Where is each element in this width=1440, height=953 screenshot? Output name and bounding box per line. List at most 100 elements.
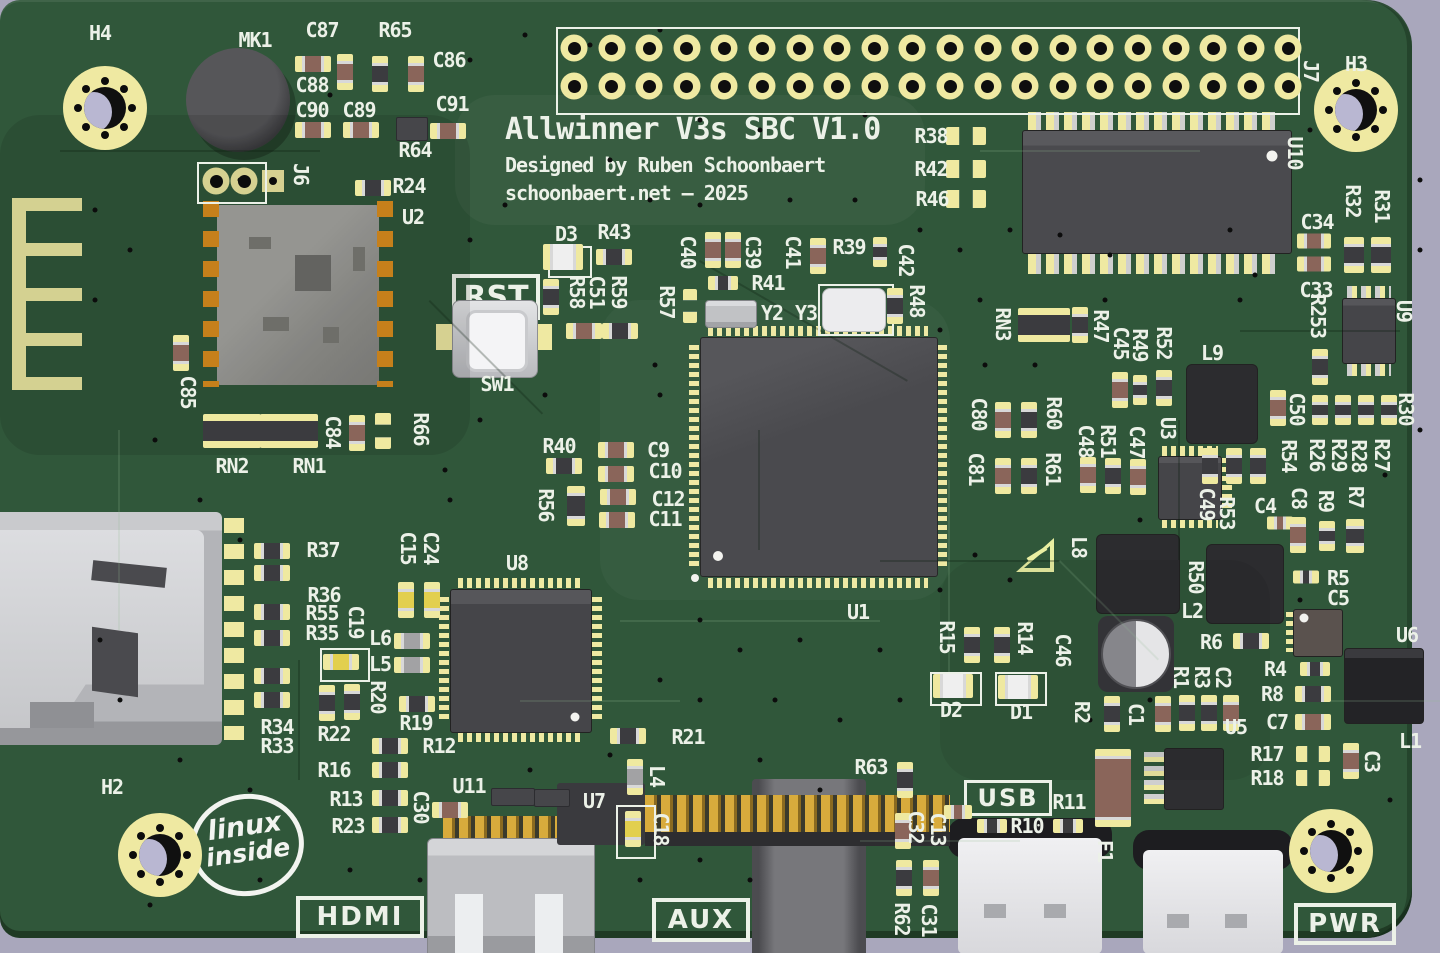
refdes-U2: U2 [401,205,425,229]
refdes-R47: R47 [1089,309,1113,343]
silkscreen-outline [320,648,370,682]
refdes-R37: R37 [306,538,340,562]
header-J7-pin [635,72,663,100]
refdes-R63: R63 [854,755,888,779]
part-p [375,413,391,449]
refdes-R16: R16 [317,758,351,782]
refdes-H2: H2 [100,775,124,799]
via-hole [1032,362,1038,368]
copper-trace [880,560,1060,562]
refdes-H3: H3 [1344,52,1368,76]
via-hole [92,297,98,303]
via-hole [1137,517,1143,523]
part-r [873,237,887,267]
part-p [1296,770,1330,786]
silkscreen-outline [556,27,1300,115]
refdes-R9: R9 [1314,489,1338,513]
refdes-C90: C90 [295,98,329,122]
silkscreen-outline [616,805,656,859]
refdes-C10: C10 [648,459,682,483]
via-hole [837,717,843,723]
via-hole [697,202,703,208]
hole-ring-dot [1332,86,1341,95]
refdes-R49: R49 [1128,328,1152,362]
header-J7-pin [1199,34,1227,62]
part-r [1381,395,1397,425]
via-hole [1417,247,1423,253]
part-t [625,811,641,847]
refdes-R43: R43 [597,220,631,244]
part-r [1021,458,1037,494]
part-r [254,692,290,708]
refdes-R14: R14 [1013,621,1037,655]
part-c [598,442,634,458]
refdes-R6: R6 [1199,630,1223,654]
refdes-C89: C89 [342,98,376,122]
mounting-hole [1289,809,1373,893]
header-J7-pin [823,72,851,100]
aux-logo: AUX [652,898,750,942]
via-hole [477,417,483,423]
refdes-R30: R30 [1394,392,1418,426]
header-J7-pin [936,72,964,100]
part-c [810,238,826,274]
part-c [600,489,636,505]
part-c [1112,372,1128,408]
board-title-block: Allwinner V3s SBC V1.0 Designed by Ruben… [505,112,881,205]
header-J7-pin [936,34,964,62]
part-c [343,122,379,138]
header-J7-pin [786,34,814,62]
via-hole [797,637,803,643]
refdes-D1: D1 [1009,700,1033,724]
part-r [610,728,646,744]
header-J7-pin [635,34,663,62]
part-c [1290,517,1306,553]
hole-ring-dot [183,851,191,859]
part-c [408,56,424,92]
board-subtitle: Designed by Ruben Schoonbaert [505,153,826,177]
part-c [1295,714,1331,730]
via-hole [787,197,793,203]
refdes-R23: R23 [331,814,365,838]
part-r [1250,448,1266,484]
silkscreen-outline [197,162,267,204]
header-J7-pin [974,34,1002,62]
part-t [398,582,414,618]
refdes-C31: C31 [917,903,941,937]
refdes-C85: C85 [176,375,200,409]
part-r [1104,696,1120,732]
usbc-power-connector [1133,830,1293,953]
refdes-C84: C84 [321,415,345,449]
part-r [1295,686,1331,702]
part-p [946,160,986,178]
refdes-R5: R5 [1326,566,1350,590]
via-hole [1417,427,1423,433]
refdes-R39: R39 [832,235,866,259]
part-r [1202,448,1218,484]
part-c [337,54,353,90]
refdes-C50: C50 [1285,392,1309,426]
part-r [543,279,559,315]
inductor-l9 [1186,364,1258,444]
crystal-y2 [705,300,757,328]
via-hole [657,677,663,683]
refdes-R64: R64 [398,138,432,162]
copper-trace [298,660,300,780]
via-hole [697,697,703,703]
mounting-hole-h2 [118,813,202,897]
part-k [534,789,570,807]
via-hole [607,752,613,758]
header-J7-pin [1124,34,1152,62]
part-r [1319,521,1335,551]
via-hole [467,237,473,243]
copper-trace [60,150,320,152]
part-d [998,675,1038,699]
via-hole [1307,127,1313,133]
refdes-R29: R29 [1327,438,1351,472]
part-c [725,232,741,268]
via-hole [542,392,548,398]
via-hole [1417,177,1423,183]
refdes-H4: H4 [88,21,112,45]
part-n [1018,308,1070,342]
part-t [424,582,440,618]
